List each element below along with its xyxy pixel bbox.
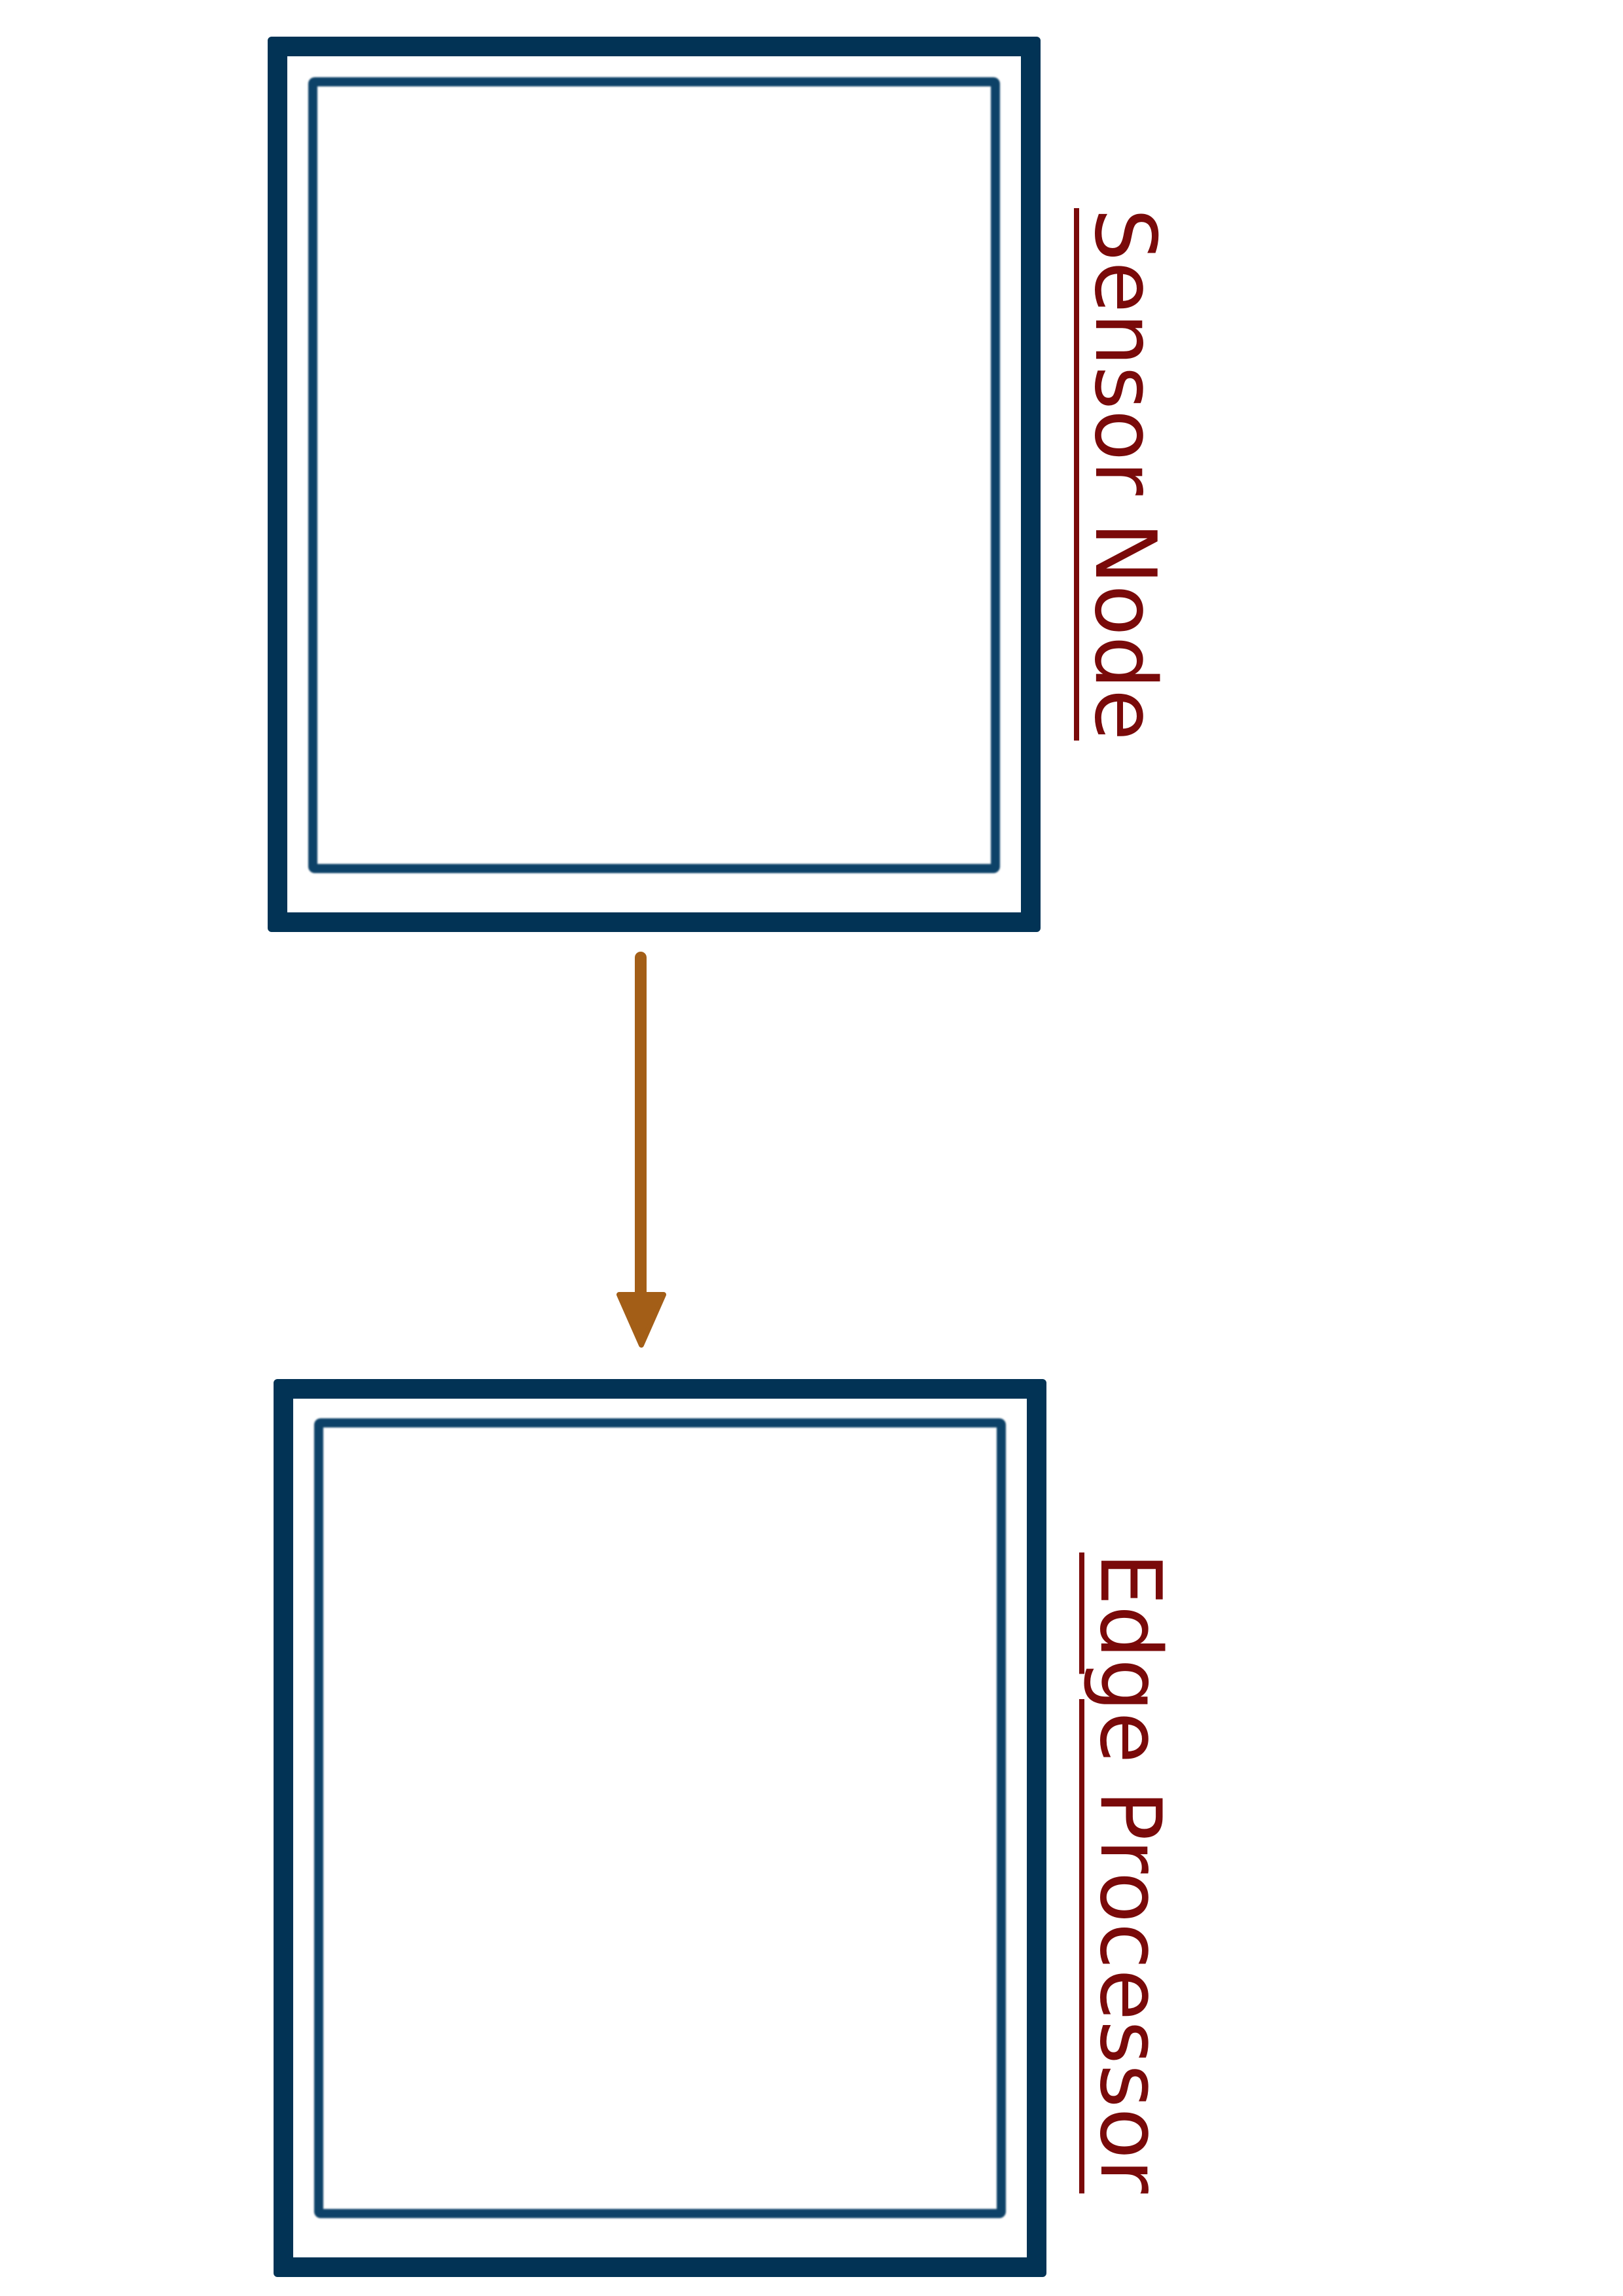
sensor-node-inner-frame [308, 77, 1000, 873]
edge-processor-label: Edge Processor [1081, 1552, 1179, 2194]
edge-processor-inner-frame [314, 1418, 1006, 2218]
arrow-head-icon [616, 1292, 666, 1348]
edge-processor-box[interactable] [274, 1379, 1046, 2277]
sensor-node-box[interactable] [268, 37, 1041, 932]
